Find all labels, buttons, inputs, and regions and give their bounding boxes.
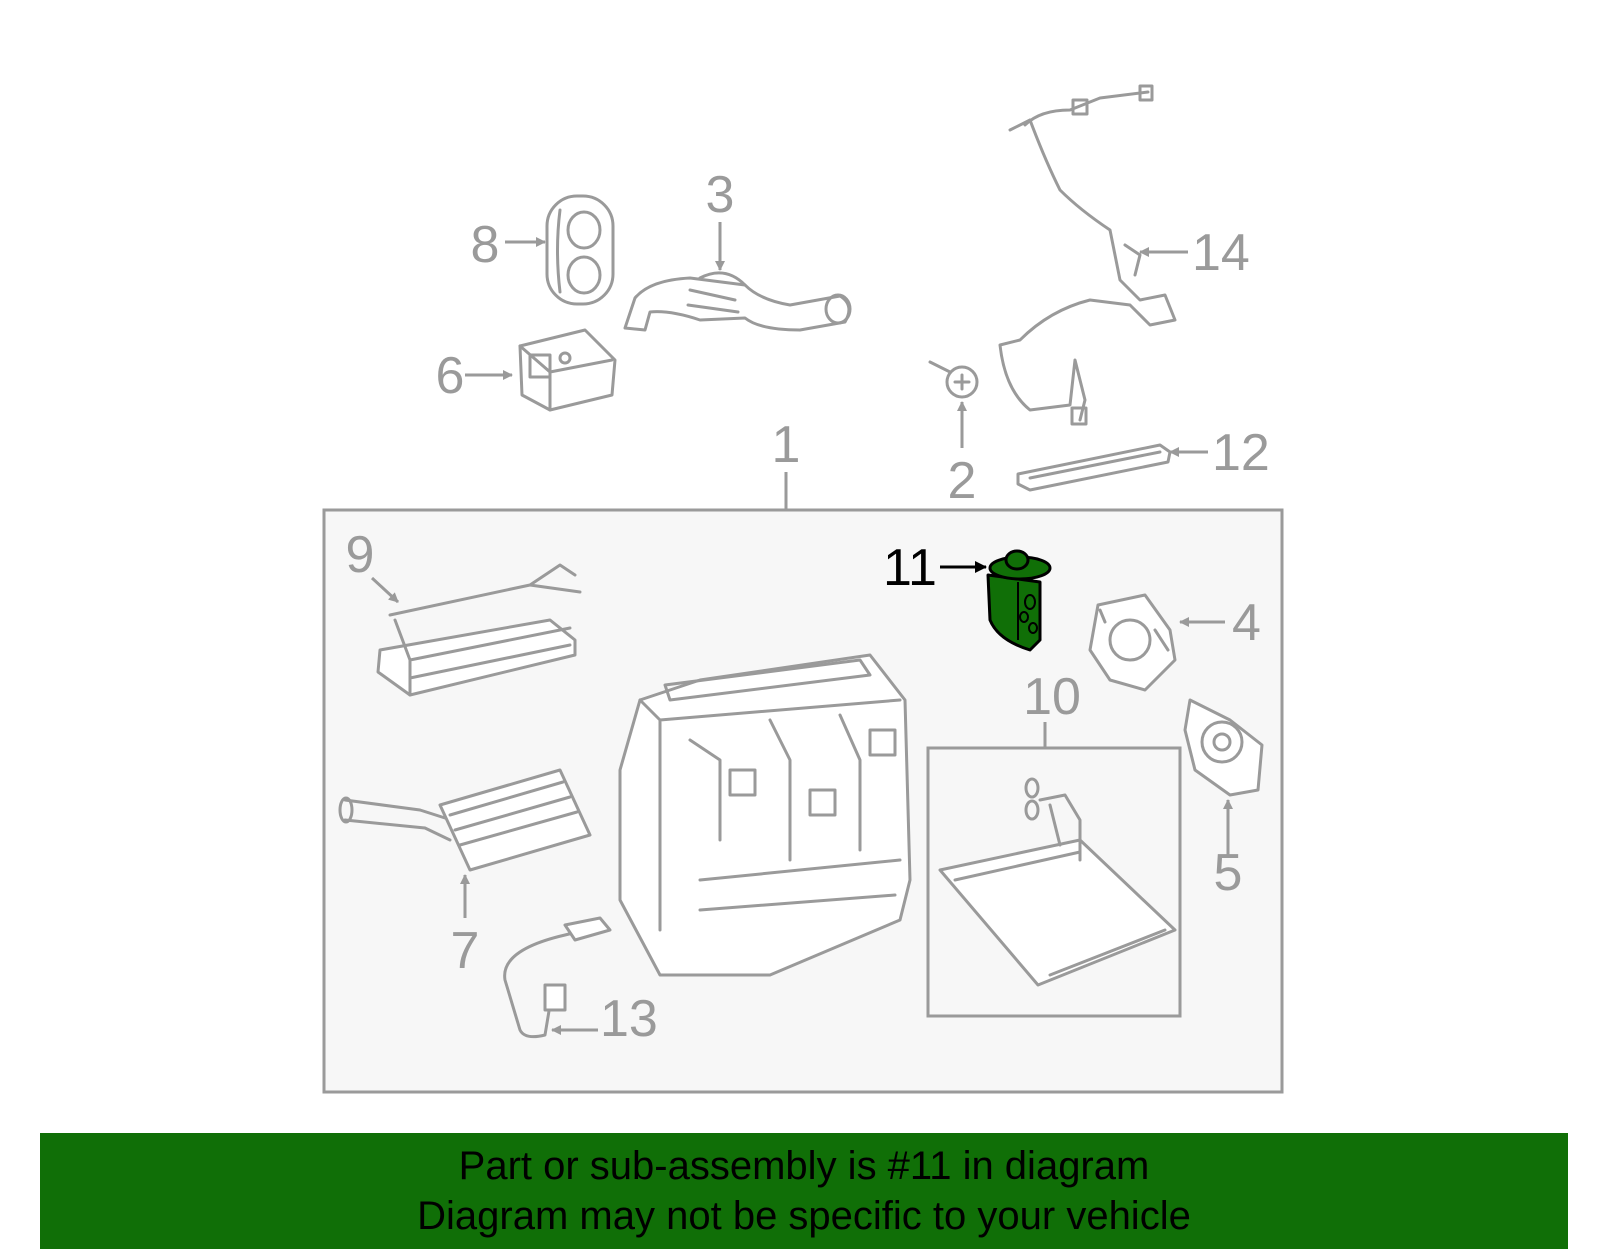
callout-label-14: 14 — [1192, 224, 1250, 282]
part-14-harness — [998, 84, 1177, 426]
part-8-grommet — [545, 194, 615, 306]
part-11-expansion-valve — [986, 549, 1052, 652]
part-4-actuator — [1088, 593, 1177, 692]
callout-label-2: 2 — [948, 452, 977, 510]
part-12-filter — [1016, 443, 1172, 492]
part-7-heater-core — [338, 768, 592, 872]
part-9-sensor — [376, 563, 582, 697]
callout-label-8: 8 — [471, 216, 500, 274]
part-10-evaporator — [938, 777, 1177, 987]
part-6-connector — [518, 328, 617, 412]
callout-label-1: 1 — [772, 416, 801, 474]
callout-label-7: 7 — [451, 922, 480, 980]
banner-line-2: Diagram may not be specific to your vehi… — [417, 1194, 1191, 1238]
callout-label-11: 11 — [883, 539, 937, 597]
part-10-box — [926, 746, 1182, 1018]
part-13-sensor — [503, 916, 612, 1039]
callout-label-6: 6 — [436, 347, 465, 405]
callout-label-3: 3 — [706, 166, 735, 224]
part-2-screw — [928, 360, 979, 399]
info-banner: Part or sub-assembly is #11 in diagram D… — [40, 1133, 1568, 1249]
part-3-hose — [623, 271, 852, 332]
callout-label-12: 12 — [1212, 424, 1270, 482]
part-1-housing — [618, 653, 912, 977]
part-5-actuator — [1183, 698, 1264, 797]
callout-label-10: 10 — [1023, 668, 1081, 726]
banner-line-1: Part or sub-assembly is #11 in diagram — [458, 1144, 1150, 1188]
callout-label-5: 5 — [1214, 844, 1243, 902]
callout-label-13: 13 — [600, 990, 658, 1048]
callout-label-4: 4 — [1232, 594, 1261, 652]
callout-label-9: 9 — [346, 526, 375, 584]
